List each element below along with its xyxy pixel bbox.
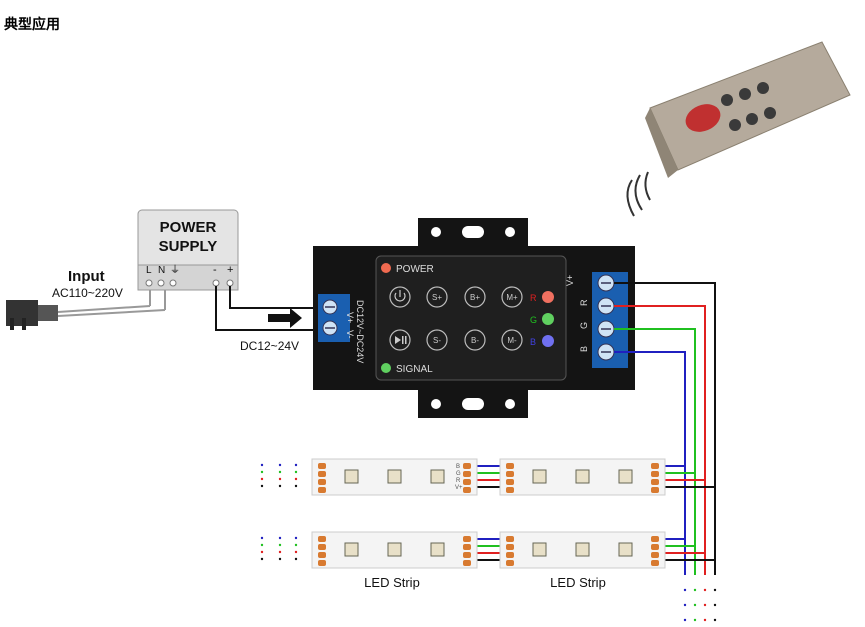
button-speed-down: S- — [433, 336, 441, 345]
dc-voltage-label: DC12~24V — [240, 339, 299, 353]
strip-terminal-r: R — [456, 478, 461, 484]
input-label: Input — [68, 268, 105, 285]
indicator-g-label: G — [530, 315, 537, 325]
input-terminal-vplus: V+ — [345, 312, 355, 323]
indicator-r-label: R — [530, 293, 537, 303]
page-title: 典型应用 — [4, 17, 60, 33]
controller-input-label: DC12V~DC24V — [355, 300, 365, 363]
output-terminal-vplus: V+ — [565, 275, 575, 286]
button-mode-down: M- — [507, 336, 517, 345]
power-supply-label-1: POWER — [160, 219, 217, 236]
signal-waves-icon — [626, 171, 651, 217]
ps-terminal-n: N — [158, 265, 165, 276]
ps-terminal-minus: - — [213, 264, 217, 276]
power-supply: POWER SUPPLY L N ⏚ - + — [137, 209, 239, 291]
ps-terminal-l: L — [146, 265, 152, 276]
led-strip-label-right: LED Strip — [550, 575, 606, 590]
button-mode-up: M+ — [506, 293, 518, 302]
input-voltage: AC110~220V — [52, 286, 123, 300]
arrow-icon — [268, 308, 302, 328]
button-brightness-down: B- — [471, 336, 479, 345]
play-pause-icon — [395, 336, 407, 344]
power-indicator-label: POWER — [396, 264, 434, 275]
button-speed-up: S+ — [432, 293, 442, 302]
output-wires — [475, 282, 716, 575]
output-terminal-b: B — [579, 346, 589, 352]
led-strip-label-left: LED Strip — [364, 575, 420, 590]
strip-terminal-vplus: V+ — [455, 485, 463, 491]
controller: DC12V~DC24V V+ V- POWER SIGNAL S+ B — [313, 218, 635, 418]
led-strip-row-1-left — [311, 458, 478, 496]
dc-wires — [215, 286, 325, 331]
power-button-icon — [394, 290, 406, 302]
continuation-dots — [260, 463, 717, 622]
power-supply-label-2: SUPPLY — [159, 238, 218, 255]
led-strip-row-2-left — [311, 531, 478, 569]
indicator-b-label: B — [530, 337, 536, 347]
strip-terminal-g: G — [456, 471, 461, 477]
rf-remote — [645, 41, 851, 178]
led-strip-row-1-right — [499, 458, 666, 496]
input-terminal-vminus: V- — [345, 330, 355, 339]
strip-terminal-b: B — [456, 464, 460, 470]
button-brightness-up: B+ — [470, 293, 480, 302]
signal-indicator-label: SIGNAL — [396, 364, 433, 375]
output-terminal-g: G — [579, 322, 589, 329]
ps-terminal-ground: ⏚ — [170, 264, 180, 276]
ps-terminal-plus: + — [227, 264, 233, 276]
led-strip-row-2-right — [499, 531, 666, 569]
output-terminal-r: R — [579, 299, 589, 306]
